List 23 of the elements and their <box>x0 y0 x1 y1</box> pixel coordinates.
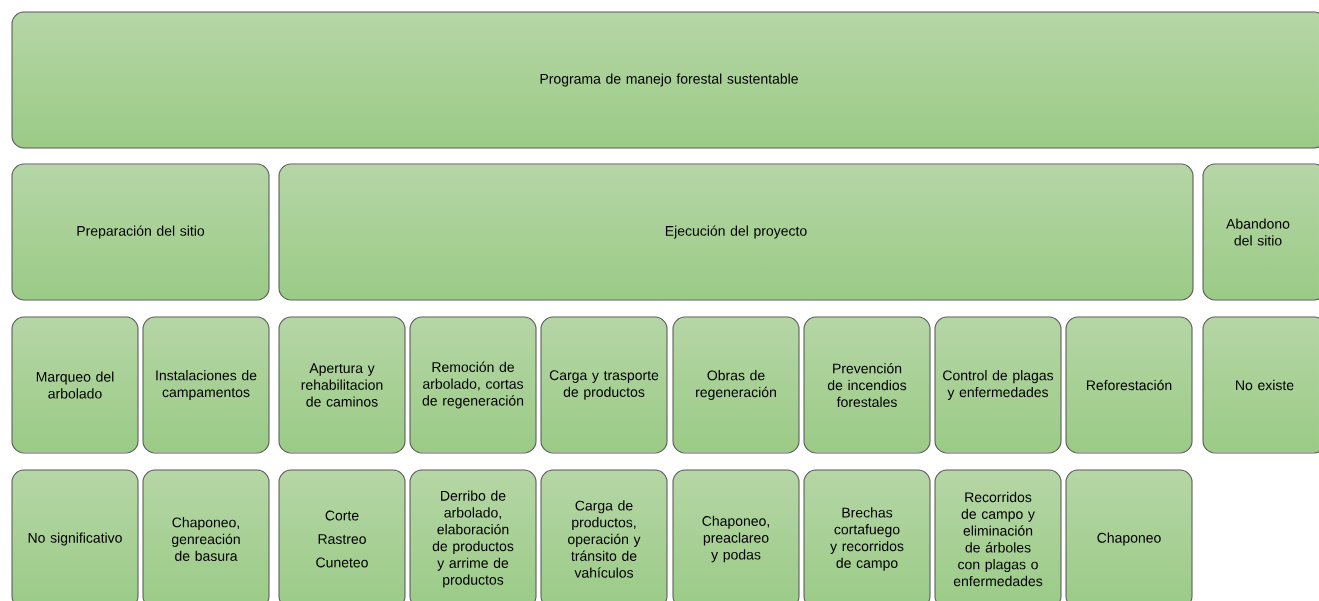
impact-box: Derribo de arbolado, elaboración de productos y arrime de productos <box>409 469 537 601</box>
activity-box: Prevención de incendios forestales <box>803 316 931 454</box>
phase-box: Abandono del sitio <box>1202 163 1319 301</box>
impact-box: Corte Rastreo Cuneteo <box>278 469 406 601</box>
impact-box: Chaponeo, preaclareo y podas <box>672 469 800 601</box>
activity-box: Control de plagas y enfermedades <box>934 316 1062 454</box>
activity-box: Reforestación <box>1065 316 1193 454</box>
activity-box: No existe <box>1202 316 1319 454</box>
activity-box: Instalaciones de campamentos <box>142 316 270 454</box>
impact-box: Chaponeo, genreación de basura <box>142 469 270 601</box>
activity-box: Apertura y rehabilitacion de caminos <box>278 316 406 454</box>
impact-box: Chaponeo <box>1065 469 1193 601</box>
title-box: Programa de manejo forestal sustentable <box>11 11 1319 149</box>
impact-box: No significativo <box>11 469 139 601</box>
phase-box: Ejecución del proyecto <box>278 163 1194 301</box>
activity-box: Carga y trasporte de productos <box>540 316 668 454</box>
activity-box: Marqueo del arbolado <box>11 316 139 454</box>
impact-box: Carga de productos, operación y tránsito de vahículos <box>540 469 668 601</box>
activity-box: Remoción de arbolado, cortas de regeneración <box>409 316 537 454</box>
phase-box: Preparación del sitio <box>11 163 270 301</box>
activity-box: Obras de regeneración <box>672 316 800 454</box>
impact-box: Brechas cortafuego y recorridos de campo <box>803 469 931 601</box>
impact-box: Recorridos de campo y eliminación de árboles con plagas o enfermedades <box>934 469 1062 601</box>
